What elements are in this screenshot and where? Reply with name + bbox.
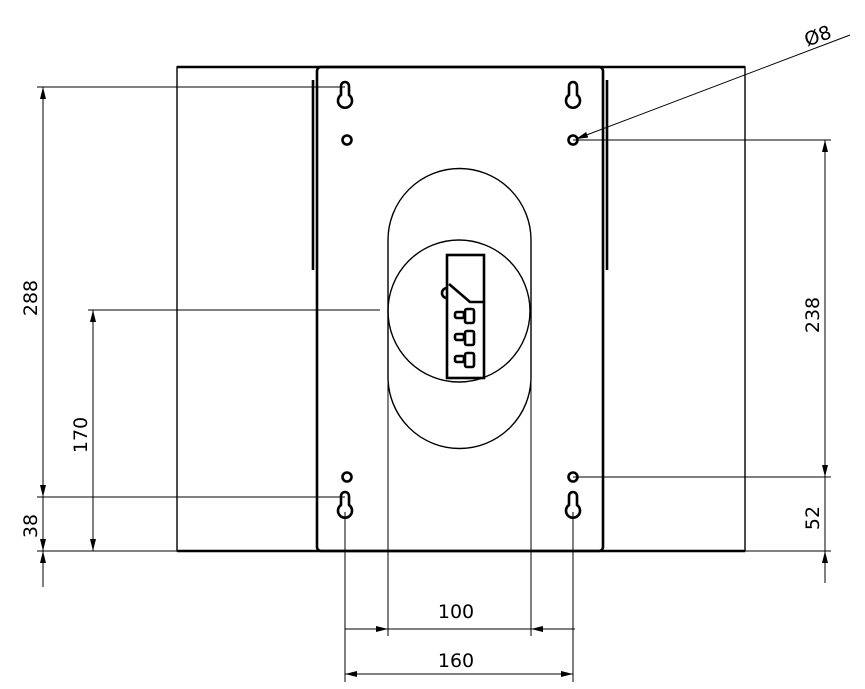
socket-strip: [440, 253, 486, 380]
dim-170: 170: [70, 417, 92, 453]
dim-38: 38: [20, 514, 42, 538]
keyhole-bottom-left: [336, 490, 354, 519]
mounting-holes: [341, 134, 579, 483]
extension-lines: [37, 86, 831, 682]
dim-100: 100: [438, 601, 474, 623]
keyhole-top-right: [564, 80, 582, 109]
front-plate: [315, 65, 605, 553]
keyholes: [336, 80, 582, 519]
keyhole-top-left: [336, 80, 354, 109]
dim-238: 238: [802, 297, 824, 333]
round-opening: [387, 239, 531, 383]
dimension-lines: [40, 34, 851, 677]
stadium-opening: [387, 167, 532, 450]
dim-160: 160: [438, 650, 474, 672]
dim-52: 52: [802, 506, 824, 530]
dim-288: 288: [20, 280, 42, 316]
keyhole-bottom-right: [564, 490, 582, 519]
dim-diameter-8: Ø8: [801, 21, 834, 51]
